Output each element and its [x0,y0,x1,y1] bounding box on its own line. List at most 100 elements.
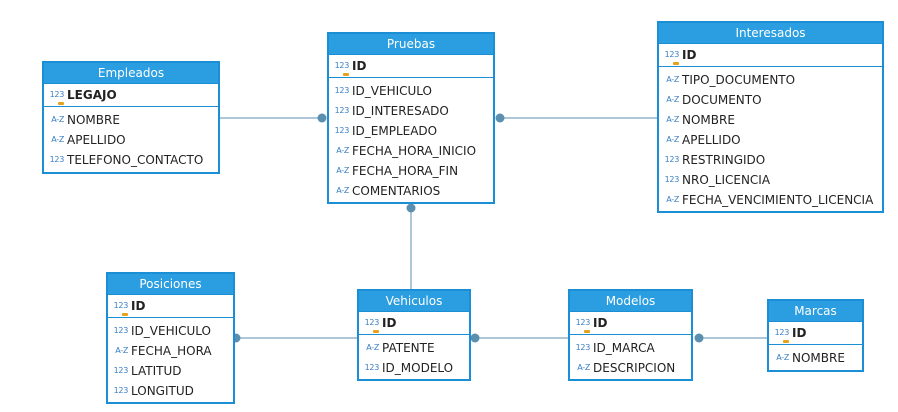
primary-key-name: ID [792,326,807,340]
relation-modelos-vehiculos[interactable] [470,333,569,343]
relation-endpoint-dot [495,113,505,123]
text-type-icon: A-Z [577,363,590,372]
primary-key-name: ID [131,299,146,313]
entity-title: Vehiculos [359,291,469,312]
attribute-name: NOMBRE [67,113,120,127]
attribute-name: TIPO_DOCUMENTO [682,73,796,87]
attribute-name: NRO_LICENCIA [682,173,771,187]
number-type-icon: 123 [664,155,680,164]
attribute-name: DOCUMENTO [682,93,762,107]
attribute-name: FECHA_VENCIMIENTO_LICENCIA [682,193,874,207]
attribute-name: APELLIDO [67,133,126,147]
relation-endpoint-dot [694,333,704,343]
entity-title: Marcas [769,301,862,322]
text-type-icon: A-Z [666,75,679,84]
attribute-name: LONGITUD [131,384,194,398]
relation-interesados-pruebas[interactable] [495,113,658,123]
relation-vehiculos-pruebas[interactable] [406,203,416,290]
entity-title: Empleados [44,63,218,84]
key-number-icon: 123 [46,84,64,106]
number-type-icon: 123 [113,386,129,395]
relation-endpoint-dot [406,203,416,213]
attribute-name: FECHA_HORA_INICIO [352,144,477,158]
relation-posiciones-vehiculos[interactable] [231,333,358,343]
attribute-name: APELLIDO [682,133,741,147]
attribute-name: ID_INTERESADO [352,104,449,118]
attribute-name: COMENTARIOS [352,184,441,198]
entity-title: Modelos [570,291,691,312]
key-number-icon: 123 [771,322,789,344]
text-type-icon: A-Z [366,343,379,352]
attribute-name: FECHA_HORA_FIN [352,164,459,178]
key-number-icon: 123 [661,44,679,66]
entity-title: Interesados [659,23,882,44]
primary-key-name: ID [593,316,608,330]
text-type-icon: A-Z [666,195,679,204]
attribute-name: TELEFONO_CONTACTO [67,153,204,167]
text-type-icon: A-Z [776,353,789,362]
entity-title: Posiciones [108,274,233,295]
number-type-icon: 123 [364,363,380,372]
text-type-icon: A-Z [51,115,64,124]
number-type-icon: 123 [334,126,350,135]
attribute-name: ID_MARCA [593,341,655,355]
number-type-icon: 123 [49,155,65,164]
number-type-icon: 123 [575,343,591,352]
text-type-icon: A-Z [666,115,679,124]
key-number-icon: 123 [110,295,128,317]
relation-endpoint-dot [470,333,480,343]
relation-marcas-modelos[interactable] [694,333,768,343]
attribute-name: ID_EMPLEADO [352,124,438,138]
relation-empleados-pruebas[interactable] [219,113,327,123]
attribute-name: ID_VEHICULO [352,84,432,98]
attribute-name: LATITUD [131,364,182,378]
key-number-icon: 123 [572,312,590,334]
attribute-name: PATENTE [382,341,435,355]
text-type-icon: A-Z [666,95,679,104]
